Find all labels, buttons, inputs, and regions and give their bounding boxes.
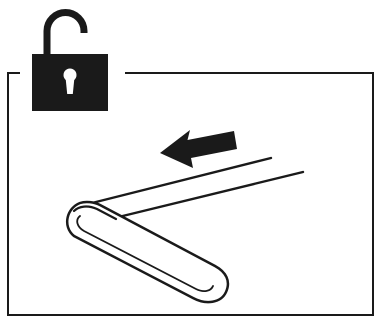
handle-arm-bottom-edge	[96, 170, 305, 224]
handle-grip-highlight	[76, 215, 214, 293]
instruction-frame	[7, 72, 374, 316]
handle-collar	[72, 205, 118, 221]
unlocked-padlock-icon	[32, 9, 108, 111]
frame-border	[7, 72, 374, 316]
padlock-keyhole-slot	[65, 77, 75, 94]
padlock-shackle	[43, 9, 88, 56]
left-arrow-icon	[160, 130, 237, 168]
handle-grip	[65, 200, 230, 304]
lever-handle-icon	[65, 156, 305, 304]
handle-arm-top-edge	[82, 156, 273, 207]
